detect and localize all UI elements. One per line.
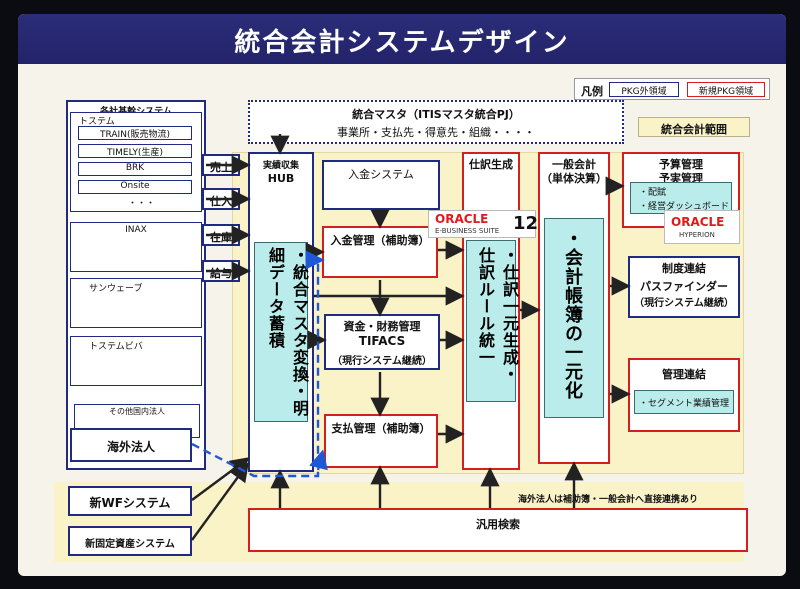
budget-teal: ・配賦 ・経営ダッシュボード [630, 182, 732, 214]
overseas-box: 海外法人 [70, 428, 192, 462]
legend: 凡例 PKG外領域 新規PKG領域 [574, 78, 770, 100]
timely-box: TIMELY(生産) [78, 144, 192, 158]
master-box: 統合マスタ（ITISマスタ統合PJ） 事業所・支払先・得意先・組織・・・・ [248, 100, 624, 144]
receipt-system: 入金システム [322, 160, 440, 210]
title-bar: 統合会計システムデザイン [18, 14, 786, 64]
flow-sales: 売上 [202, 154, 240, 176]
overseas-note: 海外法人は補助簿・一般会計へ直接連携あり [518, 495, 699, 505]
funds-box: 資金・財務管理 TIFACS （現行システム継続） [324, 314, 440, 370]
mgmt-consolidation-teal: ・セグメント業績管理 [634, 390, 734, 414]
receipt-mgmt: 入金管理（補助簿） [322, 226, 438, 278]
consolidation-box: 制度連結 パスファインダー （現行システム継続） [628, 256, 740, 318]
legend-label: 凡例 [581, 85, 603, 98]
search-box: 汎用検索 [248, 508, 748, 552]
brk-box: BRK [78, 162, 192, 176]
train-box: TRAIN(販売物流) [78, 126, 192, 140]
scope-label: 統合会計範囲 [661, 123, 727, 136]
hub-teal: ・統合マスタ変換・明細データ蓄積 [254, 242, 309, 422]
master-title: 統合マスタ（ITISマスタ統合PJ） [352, 108, 520, 121]
flow-payroll: 給与 [202, 260, 240, 282]
legend-pkg-new: 新規PKG領域 [687, 82, 765, 97]
journal-title: 仕訳生成 [469, 158, 513, 171]
oracle-ebs-logo: ORACLE E-BUSINESS SUITE 12 [428, 210, 538, 238]
scope-label-box: 統合会計範囲 [638, 117, 750, 137]
general-text: ・会計帳簿の一元化 [562, 229, 583, 400]
oracle-hyperion-logo: ORACLE HYPERION [664, 210, 740, 244]
wf-system-box: 新WFシステム [68, 486, 192, 516]
payment-mgmt: 支払管理（補助簿） [324, 414, 438, 468]
hub-name: HUB [267, 172, 295, 185]
tostem-ellipsis: ・・・ [128, 199, 156, 209]
flow-purchase: 仕入 [202, 188, 240, 210]
journal-text: ・仕訳一元生成・仕訳ルール統一 [476, 247, 519, 383]
hub-text: ・統合マスタ変換・明細データ蓄積 [266, 247, 309, 417]
sunwave-box: サンウェーブ [70, 278, 202, 328]
slide-screen: 統合会計システムデザイン 凡例 PKG外領域 新規PKG領域 統合マスタ（ITI… [18, 14, 786, 576]
general-teal: ・会計帳簿の一元化 [544, 218, 604, 418]
tostem-label: トステム [79, 117, 115, 127]
hub-top: 実績収集 [262, 161, 299, 171]
tostemviva-box: トステムビバ [70, 336, 202, 386]
legend-pkg-out: PKG外領域 [609, 82, 679, 97]
flow-inventory: 在庫 [202, 224, 240, 246]
journal-teal: ・仕訳一元生成・仕訳ルール統一 [466, 240, 519, 402]
inax-box: INAX [70, 222, 202, 272]
slide-title: 統合会計システムデザイン [234, 28, 570, 58]
fixed-asset-box: 新固定資産システム [68, 526, 192, 556]
master-items: 事業所・支払先・得意先・組織・・・・ [337, 126, 535, 139]
onsite-box: Onsite [78, 180, 192, 194]
